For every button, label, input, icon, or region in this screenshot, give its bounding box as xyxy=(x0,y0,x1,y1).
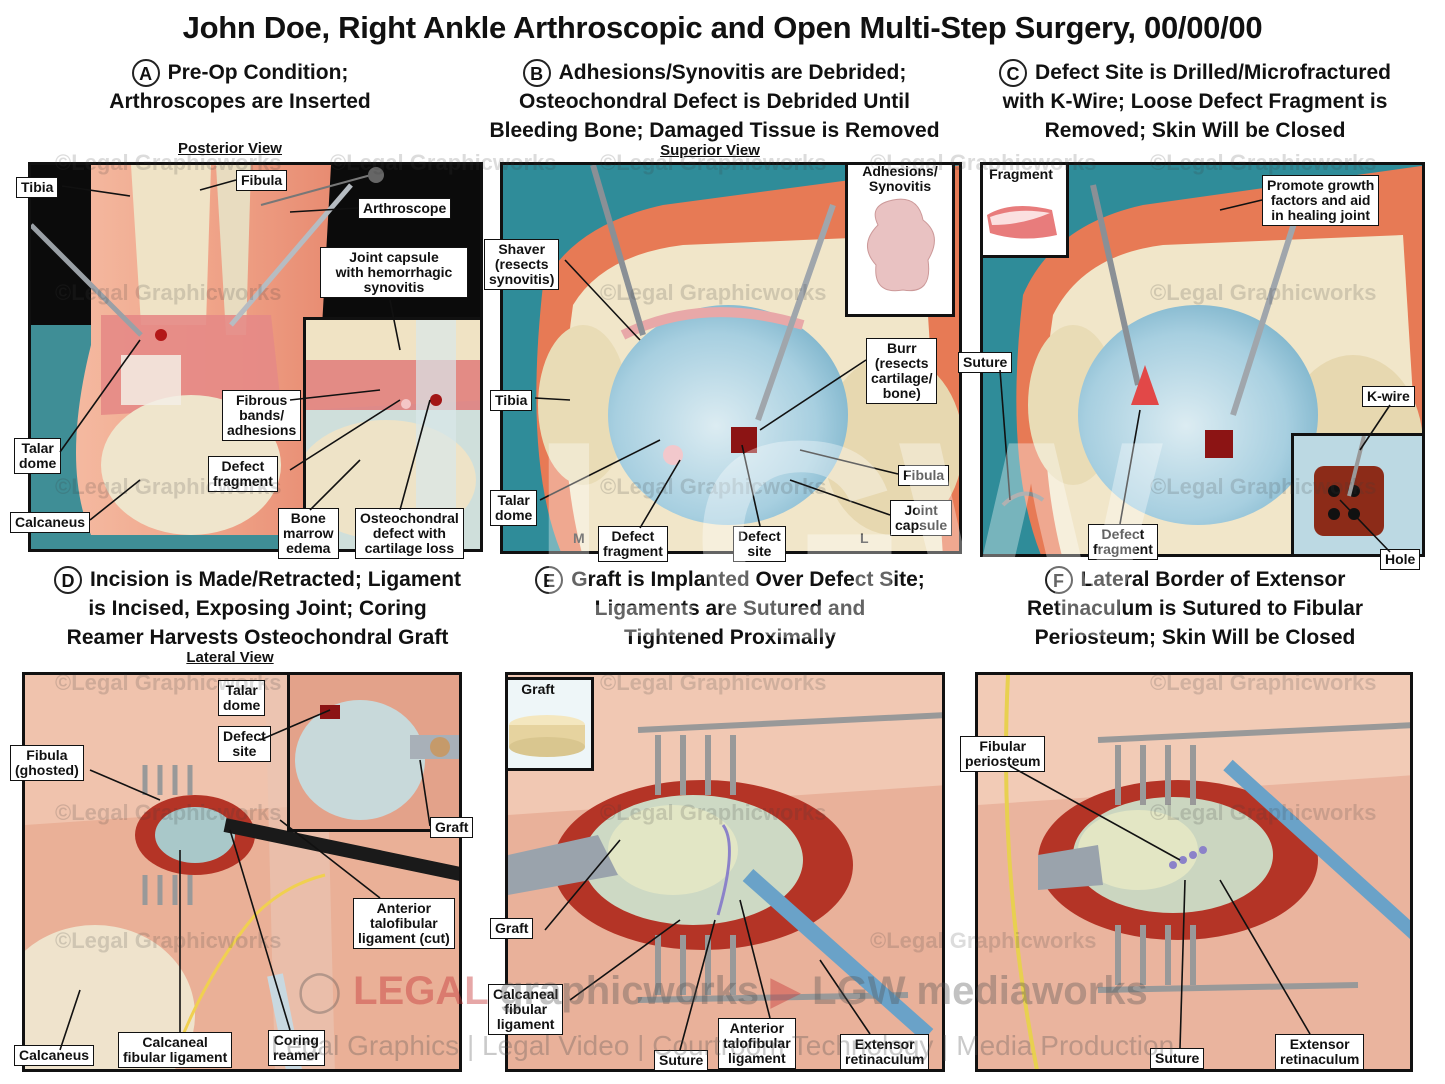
label-e-cfl: Calcaneal fibular ligament xyxy=(488,984,564,1035)
label-d-defect: Defect site xyxy=(218,726,271,762)
label-a-fibula: Fibula xyxy=(236,170,288,191)
caption-c-text: Defect Site is Drilled/Microfractured wi… xyxy=(1002,61,1391,143)
panel-letter-f: F xyxy=(1044,566,1073,595)
label-b-tibia: Tibia xyxy=(490,390,533,411)
panel-b-inset xyxy=(845,165,955,317)
label-a-bands: Fibrous bands/ adhesions xyxy=(222,390,302,441)
panel-e-graft-inset xyxy=(508,677,594,771)
label-c-suture: Suture xyxy=(958,352,1013,373)
superior-view-label: Superior View xyxy=(660,142,760,159)
panel-letter-a: A xyxy=(131,59,160,88)
panel-letter-e: E xyxy=(535,566,564,595)
label-a-calcaneus: Calcaneus xyxy=(10,512,91,533)
label-b-shaver: Shaver (resects synovitis) xyxy=(484,239,560,290)
caption-e-text: Graft is Implanted Over Defect Site; Lig… xyxy=(571,568,925,650)
label-f-suture: Suture xyxy=(1150,1048,1205,1069)
label-b-defect-fragment: Defect fragment xyxy=(598,526,668,562)
panel-d-inset xyxy=(287,675,459,832)
panel-c-illustration xyxy=(980,162,1425,557)
posterior-view-label: Posterior View xyxy=(178,140,282,157)
graft-plug-art xyxy=(508,680,591,768)
caption-a-text: Pre-Op Condition; Arthroscopes are Inser… xyxy=(109,61,371,114)
panel-c-fragment-inset xyxy=(983,165,1069,258)
label-a-osteo: Osteochondral defect with cartilage loss xyxy=(355,508,464,559)
label-d-atfl: Anterior talofibular ligament (cut) xyxy=(353,898,455,949)
fragment-art xyxy=(987,206,1057,239)
adhesions-tissue-art xyxy=(867,198,935,292)
label-c-fragment: Fragment xyxy=(989,166,1053,182)
panel-f-art xyxy=(978,675,1410,1069)
label-e-atfl: Anterior talofibular ligament xyxy=(718,1018,796,1069)
label-a-defect: Defect fragment xyxy=(208,456,278,492)
panel-letter-c: C xyxy=(999,59,1028,88)
panel-a-illustration xyxy=(28,162,483,552)
panel-c-hole-inset xyxy=(1291,433,1422,554)
panel-letter-d: D xyxy=(53,566,82,595)
label-a-marrow: Bone marrow edema xyxy=(278,508,339,559)
label-c-promote: Promote growth factors and aid in healin… xyxy=(1262,175,1380,226)
label-d-graft: Graft xyxy=(430,817,474,838)
label-d-calcaneus: Calcaneus xyxy=(14,1045,95,1066)
microfracture-art xyxy=(1294,436,1422,554)
label-e-suture: Suture xyxy=(654,1050,709,1071)
label-e-graft: Graft xyxy=(490,918,534,939)
label-b-capsule: Joint capsule xyxy=(890,500,953,536)
label-d-cfl: Calcaneal fibular ligament xyxy=(118,1032,233,1068)
panel-letter-b: B xyxy=(522,59,551,88)
label-f-extensor: Extensor retinaculum xyxy=(1275,1034,1365,1070)
label-e-graft-top: Graft xyxy=(521,681,555,697)
label-a-talar: Talar dome xyxy=(14,438,62,474)
lateral-view-label: Lateral View xyxy=(186,649,274,666)
label-b-m: M xyxy=(573,530,585,546)
label-d-coring: Coring reamer xyxy=(268,1030,325,1066)
page-title: John Doe, Right Ankle Arthroscopic and O… xyxy=(182,10,1263,45)
label-f-periosteum: Fibular periosteum xyxy=(960,736,1046,772)
label-b-burr: Burr (resects cartilage/ bone) xyxy=(866,338,938,404)
label-a-capsule: Joint capsule with hemorrhagic synovitis xyxy=(320,247,468,298)
label-b-l: L xyxy=(860,530,869,546)
label-d-fibula: Fibula (ghosted) xyxy=(10,745,84,781)
label-c-kwire: K-wire xyxy=(1362,386,1415,407)
panel-d-inset-art xyxy=(290,675,459,829)
label-b-adhesions: Adhesions/ Synovitis xyxy=(862,163,938,194)
label-d-talar: Talar dome xyxy=(218,680,266,716)
label-b-defect-site: Defect site xyxy=(733,526,786,562)
caption-b-text: Adhesions/Synovitis are Debrided; Osteoc… xyxy=(489,61,940,143)
panel-e-illustration xyxy=(505,672,945,1072)
label-a-tibia: Tibia xyxy=(16,177,59,198)
label-b-fibula: Fibula xyxy=(898,465,950,486)
caption-f-text: Lateral Border of Extensor Retinaculum i… xyxy=(1026,568,1364,650)
caption-d-text: Incision is Made/Retracted; Ligament is … xyxy=(66,568,462,650)
panel-f-illustration xyxy=(975,672,1413,1072)
label-b-talar: Talar dome xyxy=(490,490,538,526)
label-a-arthroscope: Arthroscope xyxy=(358,198,452,219)
label-c-hole: Hole xyxy=(1380,549,1421,570)
label-c-defect-fragment: Defect fragment xyxy=(1088,524,1158,560)
label-e-extensor: Extensor retinaculum xyxy=(840,1034,930,1070)
